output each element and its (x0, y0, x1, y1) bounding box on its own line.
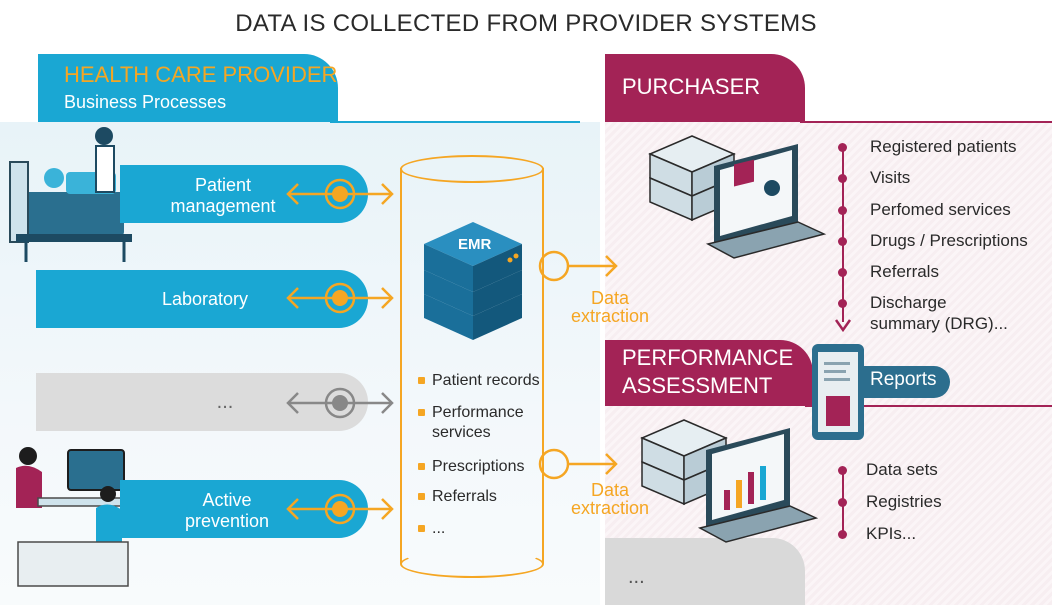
performance-list-dot (838, 466, 847, 475)
purchaser-header (605, 54, 805, 122)
provider-header (38, 54, 338, 122)
process-label-line1: Patient (194, 175, 252, 195)
emr-database-cylinder (400, 168, 544, 564)
extraction-label-line2: extraction (570, 306, 650, 326)
purchaser-list-dot (838, 174, 847, 183)
page-title: DATA IS COLLECTED FROM PROVIDER SYSTEMS (235, 10, 817, 37)
extraction-label-line2: extraction (570, 498, 650, 518)
purchaser-list-dot (838, 143, 847, 152)
performance-more-label: ... (628, 566, 645, 588)
server-laptop-chart-icon (640, 419, 819, 543)
purchaser-list-item: summary (DRG)... (870, 314, 1008, 333)
process-label: Laboratory (161, 289, 249, 309)
purchaser-divider (800, 121, 1052, 123)
emr-bullet (418, 409, 425, 416)
reports-badge (856, 366, 950, 398)
provider-divider (330, 121, 580, 123)
performance-more-box (605, 538, 805, 605)
emr-item: Prescriptions (432, 458, 525, 475)
purchaser-list-dot (838, 299, 847, 308)
emr-item: Patient records (432, 372, 540, 389)
emr-bullet (418, 525, 425, 532)
sync-arrow-icon-inactive (286, 387, 394, 419)
sync-arrow-icon (286, 282, 394, 314)
process-more-label: ... (216, 391, 234, 413)
purchaser-list-dot (838, 237, 847, 246)
provider-subtitle: Business Processes (64, 92, 227, 112)
report-document-icon (812, 344, 864, 440)
emr-cylinder-top (400, 155, 544, 183)
emr-bullet (418, 493, 425, 500)
emr-cylinder-bottom (400, 550, 544, 578)
performance-title-line1: PERFORMANCE (622, 345, 794, 370)
performance-divider (805, 405, 1052, 407)
process-label-line1: Active (202, 490, 252, 510)
emr-label: EMR (458, 236, 492, 253)
provider-title: HEALTH CARE PROVIDER (64, 62, 338, 87)
purchaser-title: PURCHASER (622, 74, 761, 99)
purchaser-list-item: Perfomed services (870, 200, 1011, 219)
extraction-arrow-icon (538, 448, 618, 480)
extraction-label-line1: Data (590, 480, 630, 500)
performance-title-line2: ASSESSMENT (622, 373, 773, 398)
reports-label: Reports (870, 369, 937, 390)
purchaser-list-dot (838, 268, 847, 277)
performance-list-dot (838, 498, 847, 507)
arrow-down-icon (834, 319, 852, 333)
extraction-label-line1: Data (590, 288, 630, 308)
performance-list-item: KPIs... (866, 524, 917, 543)
purchaser-list-item: Drugs / Prescriptions (870, 231, 1028, 250)
process-label-line2: prevention (184, 511, 270, 531)
purchaser-list-dot (838, 206, 847, 215)
emr-item: Referrals (432, 488, 497, 505)
purchaser-list-item: Visits (870, 168, 911, 187)
purchaser-list-line (842, 144, 844, 322)
process-label-line2: management (170, 196, 276, 216)
emr-item: services (432, 424, 491, 441)
purchaser-list-item: Referrals (870, 262, 939, 281)
prevention-workstation-icon (16, 447, 129, 587)
emr-bullet (418, 463, 425, 470)
performance-list-item: Registries (866, 492, 942, 511)
emr-item: ... (432, 520, 446, 537)
emr-item: Performance (432, 404, 524, 421)
server-laptop-icon (648, 135, 827, 259)
extraction-arrow-icon (538, 250, 618, 282)
emr-server-icon (424, 222, 522, 340)
emr-bullet (418, 377, 425, 384)
purchaser-list-item: Registered patients (870, 137, 1017, 156)
purchaser-list-item: Discharge (870, 293, 947, 312)
performance-header (605, 340, 813, 406)
performance-list-item: Data sets (866, 460, 938, 479)
sync-arrow-icon (286, 178, 394, 210)
performance-list-dot (838, 530, 847, 539)
sync-arrow-icon (286, 493, 394, 525)
patient-bed-icon (9, 127, 132, 262)
